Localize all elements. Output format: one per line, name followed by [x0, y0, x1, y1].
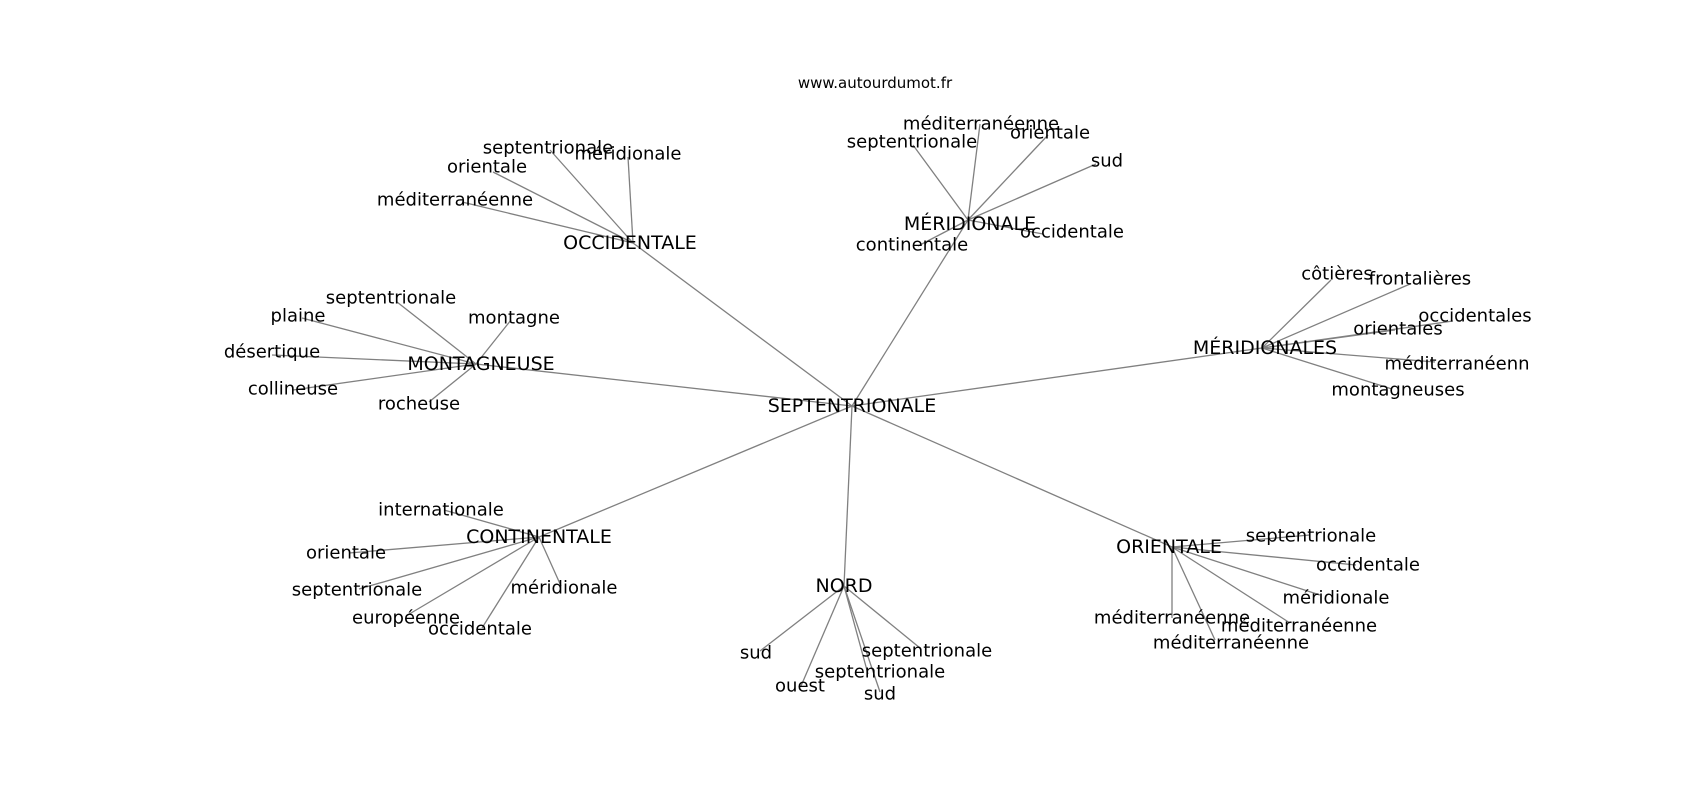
edge-hub-leaf	[443, 509, 540, 538]
edge-hub-leaf	[843, 585, 881, 693]
edge-root-hub	[538, 405, 853, 538]
leaf-node-label[interactable]: méditerranéenne	[903, 114, 1059, 135]
leaf-node-label[interactable]: européenne	[352, 608, 460, 629]
site-watermark: www.autourdumot.fr	[798, 74, 953, 92]
leaf-node-label[interactable]: occidentale	[428, 619, 532, 640]
edge-hub-leaf	[348, 536, 540, 554]
hub-node-label[interactable]: OCCIDENTALE	[563, 232, 697, 254]
edge-root-hub	[851, 219, 969, 407]
edge-hub-leaf	[627, 156, 634, 244]
hub-node-label[interactable]: MÉRIDIONALE	[904, 212, 1036, 235]
hub-node-label[interactable]: CONTINENTALE	[466, 526, 612, 548]
leaf-node-label[interactable]: septentrionale	[862, 641, 992, 662]
edge-hub-leaf	[1171, 546, 1321, 596]
graph-nodes: septentrionaleméridionaleorientalemédite…	[224, 114, 1532, 705]
leaf-node-label[interactable]: côtières	[1301, 264, 1373, 285]
leaf-node-label[interactable]: occidentale	[1316, 555, 1420, 576]
leaf-node-label[interactable]: désertique	[224, 342, 320, 363]
edge-root-hub	[843, 405, 853, 587]
hub-node-label[interactable]: MONTAGNEUSE	[407, 353, 554, 375]
leaf-node-label[interactable]: collineuse	[248, 379, 338, 400]
edge-hub-leaf	[549, 149, 634, 244]
edge-hub-leaf	[538, 536, 562, 587]
leaf-node-label[interactable]: sud	[864, 684, 896, 705]
edge-hub-leaf	[405, 536, 540, 617]
leaf-node-label[interactable]: méridionale	[511, 578, 618, 599]
edge-root-hub	[475, 363, 853, 407]
leaf-node-label[interactable]: montagneuses	[1331, 380, 1464, 401]
leaf-node-label[interactable]: méditerranéenne	[1094, 608, 1250, 629]
leaf-node-label[interactable]: frontalières	[1369, 269, 1471, 290]
edge-hub-leaf	[967, 163, 1097, 221]
edge-hub-leaf	[1261, 329, 1396, 349]
edge-hub-leaf	[475, 319, 512, 365]
edge-hub-leaf	[843, 585, 869, 675]
hub-node-label[interactable]: ORIENTALE	[1116, 536, 1222, 558]
leaf-node-label[interactable]: sud	[1091, 151, 1123, 172]
edge-hub-leaf	[917, 219, 969, 247]
leaf-node-label[interactable]: orientale	[306, 543, 386, 564]
edge-hub-leaf	[967, 123, 981, 221]
edge-hub-leaf	[271, 354, 477, 365]
edge-hub-leaf	[967, 219, 1044, 235]
edge-hub-leaf	[1171, 534, 1311, 548]
edge-hub-leaf	[1261, 283, 1411, 349]
edge-hub-leaf	[843, 585, 921, 649]
edge-root-hub	[632, 242, 853, 407]
leaf-node-label[interactable]: ouest	[775, 676, 825, 697]
leaf-node-label[interactable]: méridionale	[1283, 588, 1390, 609]
edge-hub-leaf	[759, 585, 845, 652]
leaf-node-label[interactable]: septentrionale	[1246, 526, 1376, 547]
edge-hub-leaf	[428, 363, 477, 403]
root-node-label[interactable]: SEPTENTRIONALE	[768, 395, 937, 417]
edge-hub-leaf	[912, 144, 969, 221]
edge-hub-leaf	[292, 363, 477, 391]
leaf-node-label[interactable]: méridionale	[575, 144, 682, 165]
leaf-node-label[interactable]: rocheuse	[378, 394, 460, 415]
leaf-node-label[interactable]: septentrionale	[326, 288, 456, 309]
leaf-node-label[interactable]: orientale	[1010, 123, 1090, 144]
leaf-node-label[interactable]: orientales	[1353, 319, 1442, 340]
leaf-node-label[interactable]: méditerranéenne	[377, 190, 533, 211]
edge-hub-leaf	[358, 536, 540, 590]
leaf-node-label[interactable]: internationale	[378, 500, 504, 521]
edge-hub-leaf	[1171, 546, 1291, 624]
leaf-node-label[interactable]: continentale	[856, 235, 968, 256]
leaf-node-label[interactable]: septentrionale	[292, 580, 422, 601]
edge-hub-leaf	[1171, 546, 1357, 566]
edge-hub-leaf	[967, 134, 1049, 221]
leaf-node-label[interactable]: occidentale	[1020, 222, 1124, 243]
leaf-node-label[interactable]: montagne	[468, 308, 560, 329]
edge-root-hub	[851, 347, 1263, 407]
edge-root-hub	[851, 405, 1173, 548]
leaf-node-label[interactable]: orientale	[447, 157, 527, 178]
leaf-node-label[interactable]: méditerranéenn	[1384, 354, 1529, 375]
leaf-node-label[interactable]: plaine	[271, 306, 326, 327]
edge-hub-leaf	[800, 585, 845, 687]
edge-hub-leaf	[396, 301, 477, 365]
edge-hub-leaf	[301, 317, 477, 365]
leaf-node-label[interactable]: septentrionale	[815, 662, 945, 683]
edge-hub-leaf	[1171, 546, 1216, 641]
edge-hub-leaf	[1261, 347, 1393, 390]
leaf-node-label[interactable]: sud	[740, 643, 772, 664]
edge-hub-leaf	[481, 536, 540, 629]
leaf-node-label[interactable]: occidentales	[1418, 306, 1531, 327]
edge-hub-leaf	[461, 201, 634, 244]
leaf-node-label[interactable]: méditerranéenne	[1221, 616, 1377, 637]
leaf-node-label[interactable]: septentrionale	[847, 132, 977, 153]
edge-hub-leaf	[1261, 347, 1436, 363]
hub-node-label[interactable]: MÉRIDIONALES	[1193, 336, 1337, 359]
graph-edges	[271, 123, 1454, 693]
edge-hub-leaf	[492, 171, 634, 244]
leaf-node-label[interactable]: méditerranéenne	[1153, 633, 1309, 654]
hub-node-label[interactable]: NORD	[816, 575, 873, 597]
leaf-node-label[interactable]: septentrionale	[483, 138, 613, 159]
edge-hub-leaf	[1261, 279, 1332, 349]
